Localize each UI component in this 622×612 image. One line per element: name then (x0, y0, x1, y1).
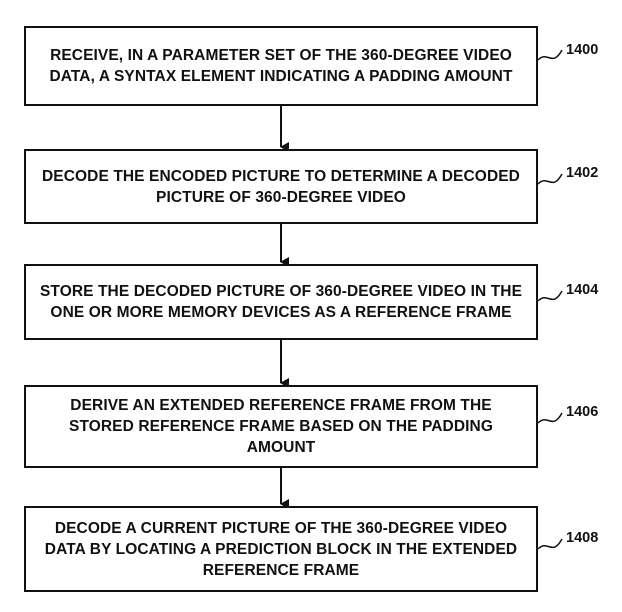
step-box-1402: DECODE THE ENCODED PICTURE TO DETERMINE … (24, 149, 538, 224)
ref-label-1400: 1400 (566, 42, 598, 58)
step-box-1400: RECEIVE, IN A PARAMETER SET OF THE 360-D… (24, 26, 538, 106)
step-text-1404: STORE THE DECODED PICTURE OF 360-DEGREE … (36, 281, 526, 323)
leader-1400 (538, 50, 562, 60)
ref-label-1402: 1402 (566, 165, 598, 181)
ref-label-1408: 1408 (566, 530, 598, 546)
leader-1406 (538, 413, 562, 423)
step-text-1400: RECEIVE, IN A PARAMETER SET OF THE 360-D… (36, 45, 526, 87)
step-text-1402: DECODE THE ENCODED PICTURE TO DETERMINE … (36, 166, 526, 208)
leader-1402 (538, 174, 562, 184)
step-text-1406: DERIVE AN EXTENDED REFERENCE FRAME FROM … (36, 395, 526, 458)
step-text-1408: DECODE A CURRENT PICTURE OF THE 360-DEGR… (36, 518, 526, 581)
ref-label-1406: 1406 (566, 404, 598, 420)
step-box-1406: DERIVE AN EXTENDED REFERENCE FRAME FROM … (24, 385, 538, 468)
leader-1404 (538, 291, 562, 301)
step-box-1408: DECODE A CURRENT PICTURE OF THE 360-DEGR… (24, 506, 538, 592)
step-box-1404: STORE THE DECODED PICTURE OF 360-DEGREE … (24, 264, 538, 340)
ref-label-1404: 1404 (566, 282, 598, 298)
leader-1408 (538, 539, 562, 549)
